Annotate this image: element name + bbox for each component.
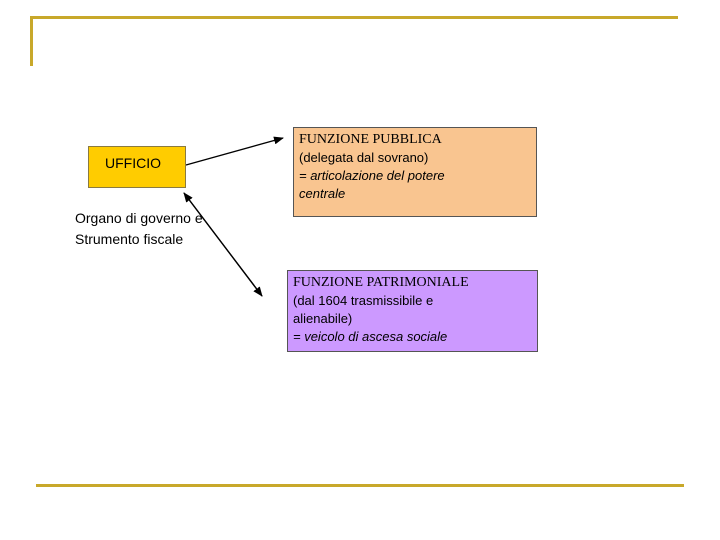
- ufficio-box: UFFICIO: [88, 146, 186, 188]
- arrow-to-funzione-pubblica: [185, 136, 284, 166]
- funzione-pubblica-box: FUNZIONE PUBBLICA (delegata dal sovrano)…: [293, 127, 537, 217]
- funzione-pubblica-line3: centrale: [299, 186, 346, 201]
- frame-bottom-line: [36, 484, 684, 487]
- funzione-pubblica-title: FUNZIONE PUBBLICA: [299, 132, 442, 147]
- arrow-back-to-ufficio: [183, 192, 263, 297]
- funzione-pubblica-line2: = articolazione del potere: [299, 168, 445, 183]
- funzione-patrimoniale-line2: alienabile): [293, 311, 353, 326]
- funzione-patrimoniale-line3: = veicolo di ascesa sociale: [293, 329, 448, 344]
- funzione-patrimoniale-title: FUNZIONE PATRIMONIALE: [293, 275, 469, 290]
- ufficio-label: UFFICIO: [105, 155, 161, 171]
- funzione-pubblica-line1: (delegata dal sovrano): [299, 150, 429, 165]
- frame-top-line: [30, 16, 678, 19]
- frame-left-line: [30, 16, 33, 66]
- organo-label: Organo di governo e Strumento fiscale: [75, 210, 203, 247]
- funzione-patrimoniale-line1: (dal 1604 trasmissibile e: [293, 293, 434, 308]
- funzione-patrimoniale-box: FUNZIONE PATRIMONIALE (dal 1604 trasmiss…: [287, 270, 538, 352]
